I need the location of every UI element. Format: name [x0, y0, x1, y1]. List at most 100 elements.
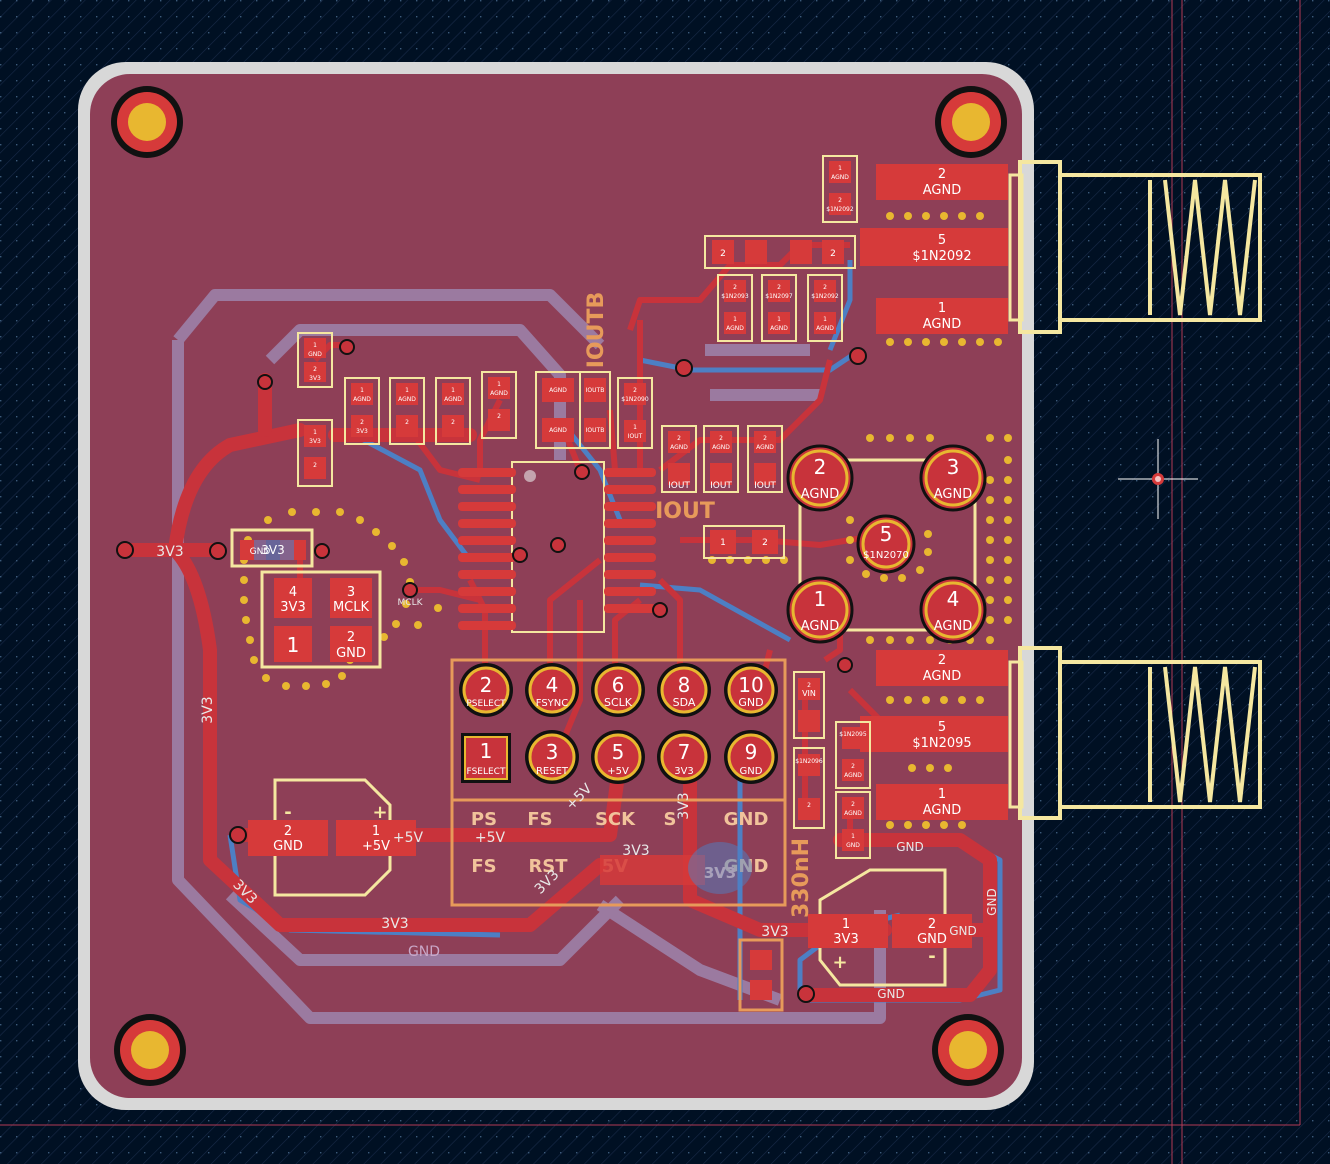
decoupling-cap-osc[interactable]: GND 3V3: [230, 528, 314, 568]
smd-inductor-row-top[interactable]: 2 2: [704, 235, 856, 269]
svg-text:3V3: 3V3: [156, 544, 183, 560]
svg-text:MCLK: MCLK: [398, 598, 424, 608]
svg-text:FS: FS: [471, 856, 496, 877]
svg-text:3V3: 3V3: [309, 375, 321, 382]
svg-text:FSELECT: FSELECT: [467, 767, 506, 777]
svg-text:AGND: AGND: [801, 619, 839, 634]
pin-header-2x5[interactable]: 2 PSELECT 4 FSYNC 6 SCLK 8 SDA 10 GND 1 …: [450, 658, 787, 802]
svg-text:$1N2092: $1N2092: [912, 249, 971, 264]
bnc-footprint[interactable]: 2 AGND 3 AGND 5 $1N2070 1 AGND 4 AGND: [786, 444, 987, 644]
header-pin-6[interactable]: 6 SCLK: [591, 663, 645, 717]
svg-text:2: 2: [851, 801, 855, 808]
dds-ic[interactable]: [458, 461, 656, 633]
svg-text:1: 1: [733, 316, 737, 323]
cap-right-pad-2[interactable]: 2 GND: [892, 914, 972, 948]
svg-text:$1N2093: $1N2093: [721, 293, 749, 300]
svg-text:3: 3: [947, 455, 960, 479]
svg-text:AGND: AGND: [923, 803, 961, 818]
electrolytic-cap-right[interactable]: + - 1 3V3 2 GND: [808, 868, 972, 987]
header-silk-labels: PS FS SCK S GND FS RST 5V 3V GND: [450, 798, 787, 907]
sma-bottom-pad-agnd-b[interactable]: 1 AGND: [876, 784, 1008, 820]
svg-text:GND: GND: [740, 766, 763, 777]
svg-text:1: 1: [777, 316, 781, 323]
svg-text:IOUTB: IOUTB: [586, 387, 605, 394]
header-pin-10[interactable]: 10 GND: [724, 663, 778, 717]
bnc-pad-3[interactable]: 3 AGND: [919, 444, 987, 512]
svg-text:IOUT: IOUT: [628, 433, 643, 440]
voltage-regulator[interactable]: 3V3: [600, 842, 784, 1012]
mounting-hole-icon: [111, 86, 183, 158]
osc-pad-2[interactable]: 2 GND: [330, 626, 372, 662]
svg-text:1: 1: [480, 739, 493, 763]
sma-bottom-pad-agnd-a[interactable]: 2 AGND: [876, 650, 1008, 686]
svg-text:2: 2: [313, 366, 317, 373]
bnc-pad-5[interactable]: 5 $1N2070: [856, 514, 916, 574]
cap-left-pad-2[interactable]: 2 GND: [248, 820, 328, 856]
svg-text:AGND: AGND: [549, 387, 567, 394]
svg-text:AGND: AGND: [844, 772, 862, 779]
svg-text:AGND: AGND: [844, 810, 862, 817]
svg-text:2: 2: [405, 419, 409, 426]
svg-text:1: 1: [851, 833, 855, 840]
header-pin-4[interactable]: 4 FSYNC: [525, 663, 579, 717]
svg-text:AGND: AGND: [923, 317, 961, 332]
svg-text:-: -: [928, 946, 935, 967]
vias: [116, 339, 867, 1003]
svg-text:3V3: 3V3: [280, 600, 305, 615]
cap-right-pad-1[interactable]: 1 3V3: [808, 914, 888, 948]
cap-left-pad-1[interactable]: 1 +5V: [336, 820, 416, 856]
svg-text:4: 4: [289, 585, 297, 600]
sma-connector-top[interactable]: 2 AGND 5 $1N2092 1 AGND: [860, 160, 1262, 334]
osc-pad-4[interactable]: 4 3V3: [274, 578, 312, 618]
svg-text:AGND: AGND: [398, 396, 416, 403]
svg-text:GND: GND: [846, 842, 860, 849]
svg-text:3V3: 3V3: [833, 932, 858, 947]
svg-text:1: 1: [287, 633, 300, 657]
bnc-pad-4[interactable]: 4 AGND: [919, 576, 987, 644]
mounting-hole-icon: [935, 86, 1007, 158]
svg-text:2: 2: [360, 419, 364, 426]
sma-top-pad-agnd-a[interactable]: 2 AGND: [876, 164, 1008, 200]
osc-pad-3[interactable]: 3 MCLK: [330, 578, 372, 618]
bnc-pad-2[interactable]: 2 AGND: [786, 444, 854, 512]
smd-res-horizontal[interactable]: 1 2: [703, 525, 785, 559]
electrolytic-cap-left[interactable]: - + 2 GND 1 +5V: [248, 778, 416, 897]
smd-res-ioutb-b[interactable]: IOUTB IOUTB: [579, 371, 611, 449]
header-pin-8[interactable]: 8 SDA: [657, 663, 711, 717]
header-pin-9[interactable]: 9 GND: [724, 730, 778, 784]
svg-text:2: 2: [823, 284, 827, 291]
header-pin-7[interactable]: 7 3V3: [657, 730, 711, 784]
bnc-pad-1[interactable]: 1 AGND: [786, 576, 854, 644]
sma-top-pad-agnd-b[interactable]: 1 AGND: [876, 298, 1008, 334]
oscillator[interactable]: 4 3V3 3 MCLK 1 2 GND: [260, 570, 382, 669]
header-pin-1[interactable]: 1 FSELECT: [461, 733, 511, 783]
osc-pad-1[interactable]: 1: [274, 626, 312, 662]
sma-top-pad-signal[interactable]: 5 $1N2092: [860, 228, 1008, 266]
header-pin-3[interactable]: 3 RESET: [525, 730, 579, 784]
sma-bottom-pad-signal[interactable]: 5 $1N2095: [860, 716, 1008, 752]
header-pin-2[interactable]: 2 PSELECT: [459, 663, 513, 717]
svg-text:FSYNC: FSYNC: [536, 698, 569, 709]
smd-cap-bottom-2[interactable]: $1N2096 2: [793, 747, 825, 829]
header-pin-5[interactable]: 5 +5V: [591, 730, 645, 784]
sma-connector-bottom[interactable]: 2 AGND 5 $1N2095 1 AGND: [860, 646, 1262, 820]
